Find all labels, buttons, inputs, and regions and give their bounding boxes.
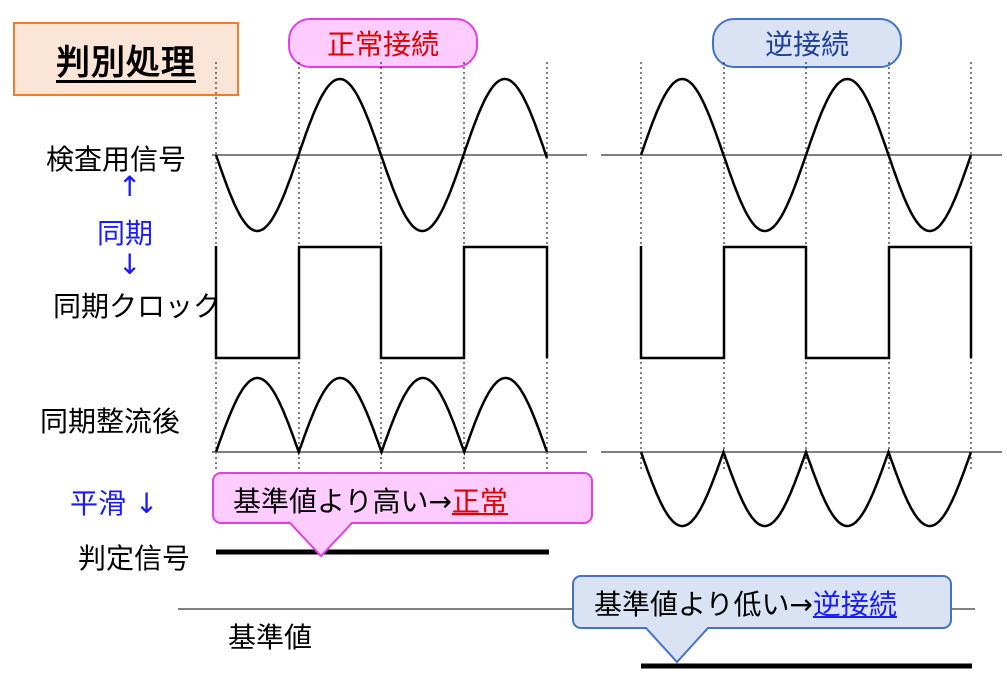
normal-result-callout (212, 472, 593, 558)
reference-value-label: 基準値 (228, 621, 313, 654)
reverse-callout-text: 基準値より低い→逆接続 (594, 583, 897, 623)
judgment-signal-label: 判定信号 (78, 542, 191, 575)
normal-callout-result: 正常 (451, 485, 508, 518)
test-signal-label: 検査用信号 (46, 143, 187, 176)
waveforms (214, 77, 973, 528)
smoothing-label: 平滑 ↓ (70, 487, 159, 520)
reverse-test-signal-wave (639, 77, 973, 233)
sync-label: 同期 (97, 217, 154, 250)
normal-sync-clock-wave (214, 245, 549, 360)
reverse-result-callout (572, 575, 952, 664)
reverse-connection-header: 逆接続 (712, 18, 902, 68)
sync-rectified-label: 同期整流後 (40, 405, 181, 438)
normal-period-guides (215, 62, 548, 470)
normal-callout-prefix: 基準値より高い→ (233, 485, 452, 518)
normal-rectified-wave (214, 376, 549, 456)
sync-down-arrow: ↓ (118, 248, 142, 281)
title-box: 判別処理 (13, 22, 239, 96)
reverse-callout-prefix: 基準値より低い→ (594, 588, 813, 621)
sync-clock-label: 同期クロック (53, 290, 222, 323)
normal-callout-text: 基準値より高い→正常 (233, 480, 508, 520)
reverse-period-guides (640, 62, 972, 470)
reverse-sync-clock-wave (639, 245, 973, 360)
normal-test-signal-wave (214, 77, 549, 233)
axis-lines (178, 154, 1002, 610)
reverse-rectified-wave (639, 448, 973, 528)
page-title: 判別処理 (56, 42, 196, 83)
sync-up-arrow: ↑ (118, 170, 142, 203)
normal-connection-header: 正常接続 (288, 18, 478, 68)
reverse-callout-result: 逆接続 (812, 588, 897, 621)
